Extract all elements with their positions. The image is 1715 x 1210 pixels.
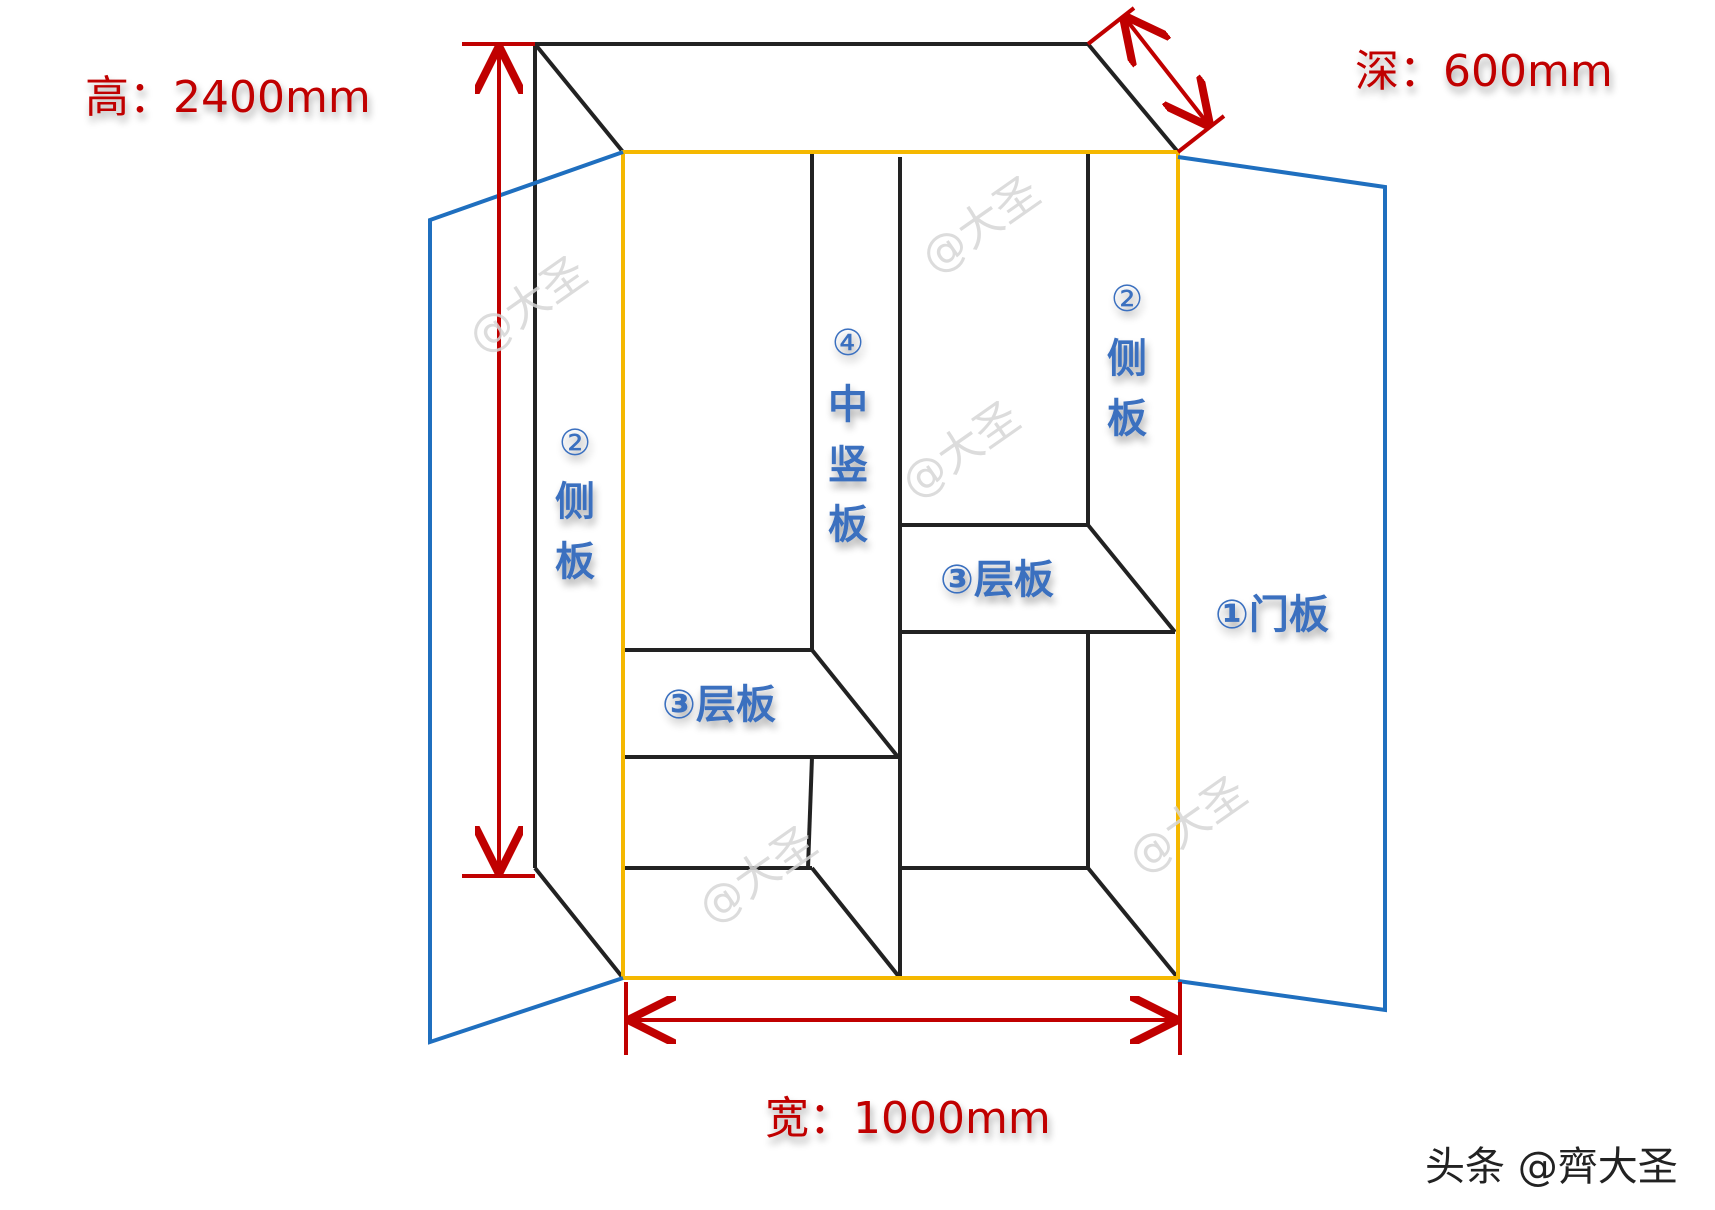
left-door-panel (428, 150, 624, 1045)
credit-label: 头条 @齊大圣 (1425, 1144, 1678, 1190)
middle-panel-char-2: 竖 (828, 442, 868, 488)
right-shelf-label: ③层板 (940, 557, 1054, 603)
middle-panel-left-lower (806, 756, 814, 869)
right-side-panel-char-2: 板 (1107, 396, 1147, 442)
middle-panel-char-1: 中 (828, 382, 868, 428)
watermark-1: @大圣 (459, 247, 596, 364)
top-right-depth-line (1086, 42, 1180, 154)
depth-label: 深：600mm (1355, 46, 1613, 97)
right-side-panel-char-1: 侧 (1107, 336, 1147, 382)
middle-panel-label: ④ 中 竖 板 (828, 323, 868, 548)
door-panels (428, 150, 1387, 1045)
door-panel-label: ①门板 (1215, 592, 1329, 638)
depth-arrow (1125, 18, 1208, 124)
depth-tick-top (1086, 6, 1136, 46)
right-side-panel-num: ② (1111, 279, 1143, 320)
left-side-panel-char-1: 侧 (555, 479, 595, 525)
right-door-panel (1177, 155, 1387, 1013)
middle-panel-num: ④ (832, 323, 864, 364)
left-shelf-side (810, 648, 900, 759)
bottom-left-depth (810, 866, 902, 980)
watermark-5: @大圣 (689, 817, 826, 934)
left-side-panel-num: ② (559, 423, 591, 464)
left-side-panel-label: ② 侧 板 (555, 423, 595, 585)
watermark-4: @大圣 (1119, 767, 1256, 884)
height-label: 高：2400mm (85, 72, 371, 123)
bottom-left-depth-line (533, 866, 625, 980)
depth-tick-bottom (1176, 114, 1226, 154)
width-dimension (624, 982, 1182, 1055)
right-shelf-side (1086, 523, 1177, 634)
height-dimension (462, 42, 535, 878)
top-left-depth-line (533, 42, 625, 154)
middle-panel-char-3: 板 (828, 502, 868, 548)
right-side-panel-label: ② 侧 板 (1107, 279, 1147, 442)
depth-dimension (1086, 6, 1226, 154)
bottom-right-depth (1086, 866, 1180, 980)
left-shelf-label: ③层板 (662, 682, 776, 728)
watermark-2: @大圣 (912, 167, 1049, 284)
watermark-3: @大圣 (892, 392, 1029, 509)
front-frame (621, 150, 1180, 980)
width-label: 宽：1000mm (765, 1093, 1051, 1144)
left-side-panel-char-2: 板 (555, 539, 595, 585)
